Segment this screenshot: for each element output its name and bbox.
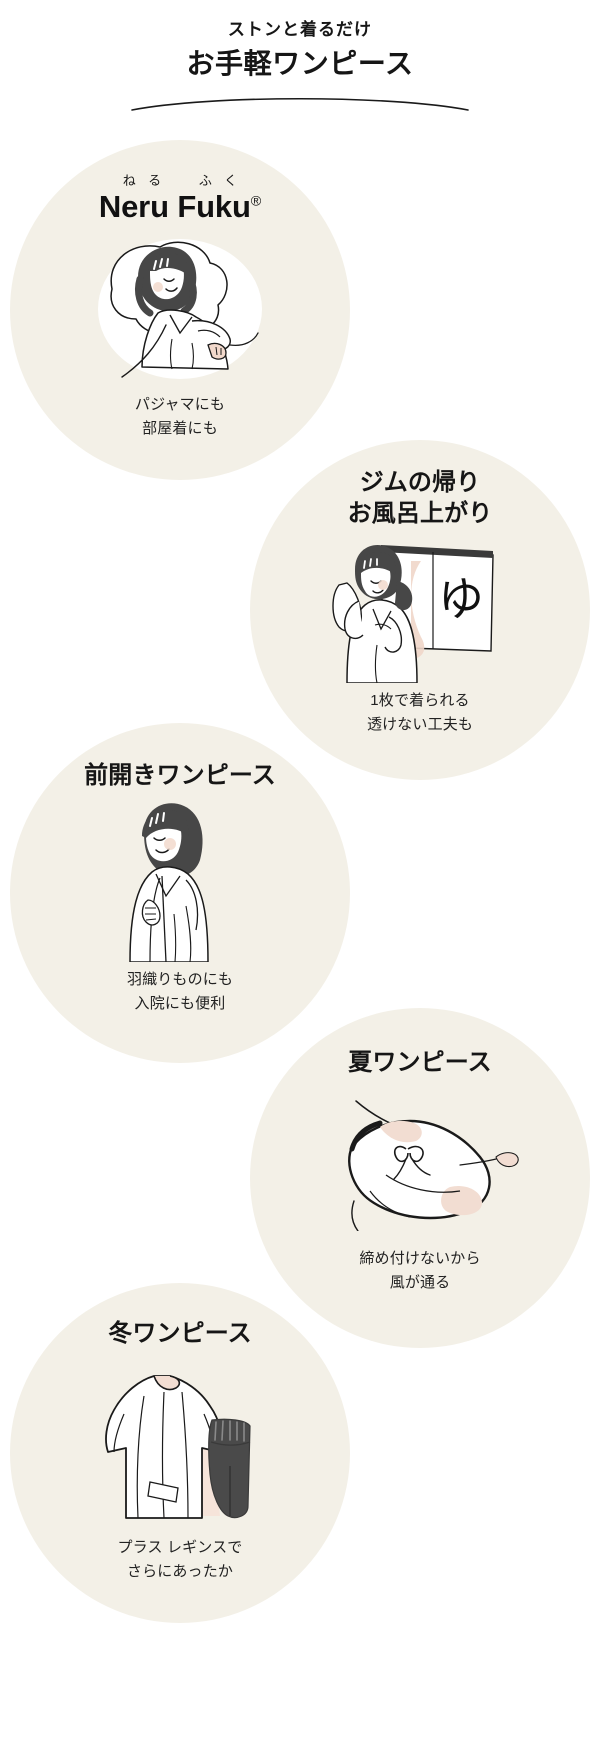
section-neru-fuku: ねる ふく Neru Fuku®	[10, 140, 350, 480]
caption-line-1: 締め付けないから	[359, 1249, 481, 1267]
section-summer: 夏ワンピース	[250, 1008, 590, 1348]
section-caption: 1枚で着られる 透けない工夫も	[367, 689, 473, 737]
brand-text: Neru Fuku	[98, 189, 251, 224]
section-heading: 冬ワンピース	[108, 1319, 252, 1350]
section-caption: 締め付けないから 風が通る	[359, 1247, 480, 1295]
heading-line-1: ジムの帰り	[359, 469, 481, 496]
caption-line-1: パジャマにも	[134, 395, 226, 413]
caption-line-2: 入院にも便利	[134, 994, 226, 1012]
section-caption: パジャマにも 部屋着にも	[135, 393, 225, 441]
heading-line-1: 冬ワンピース	[108, 1320, 252, 1347]
registered-mark-icon: ®	[250, 193, 262, 210]
curved-underline-icon	[131, 98, 469, 112]
header-eyebrow: ストンと着るだけ	[227, 20, 373, 39]
woman-with-towel-and-noren-illustration: ゆ	[332, 545, 494, 684]
section-heading: 前開きワンピース	[84, 761, 276, 792]
winter-dress-with-leggings-illustration	[105, 1374, 251, 1519]
caption-line-1: 1枚で着られる	[370, 692, 470, 710]
caption-line-2: 部屋着にも	[142, 419, 218, 437]
caption-line-1: 羽織りものにも	[126, 970, 234, 988]
caption-line-1: プラス レギンスで	[117, 1538, 243, 1556]
sleeping-woman-on-pillow-illustration	[98, 238, 262, 379]
heading-line-1: 夏ワンピース	[348, 1049, 492, 1076]
woman-front-open-dress-illustration	[129, 803, 209, 962]
section-gym-bath: ジムの帰り お風呂上がり ゆ	[250, 440, 590, 780]
page-header: ストンと着るだけ お手軽ワンピース	[0, 0, 600, 112]
section-caption: 羽織りものにも 入院にも便利	[127, 968, 233, 1016]
section-front-open: 前開きワンピース	[10, 723, 350, 1063]
summer-sleeveless-dress-illustration	[348, 1099, 519, 1231]
page-title: お手軽ワンピース	[186, 47, 414, 79]
heading-line-1: 前開きワンピース	[84, 762, 276, 789]
caption-line-2: 透けない工夫も	[366, 716, 474, 734]
section-winter: 冬ワンピース	[10, 1283, 350, 1623]
section-heading: ジムの帰り お風呂上がり	[348, 468, 493, 529]
brand-name: Neru Fuku®	[98, 189, 262, 225]
section-heading: 夏ワンピース	[348, 1048, 492, 1079]
section-caption: プラス レギンスで さらにあったか	[118, 1536, 243, 1584]
brand-ruby: ねる ふく	[122, 173, 250, 188]
caption-line-2: 風が通る	[389, 1273, 451, 1291]
noren-yu-character: ゆ	[438, 574, 484, 625]
heading-line-2: お風呂上がり	[347, 499, 493, 527]
caption-line-2: さらにあったか	[126, 1562, 234, 1580]
